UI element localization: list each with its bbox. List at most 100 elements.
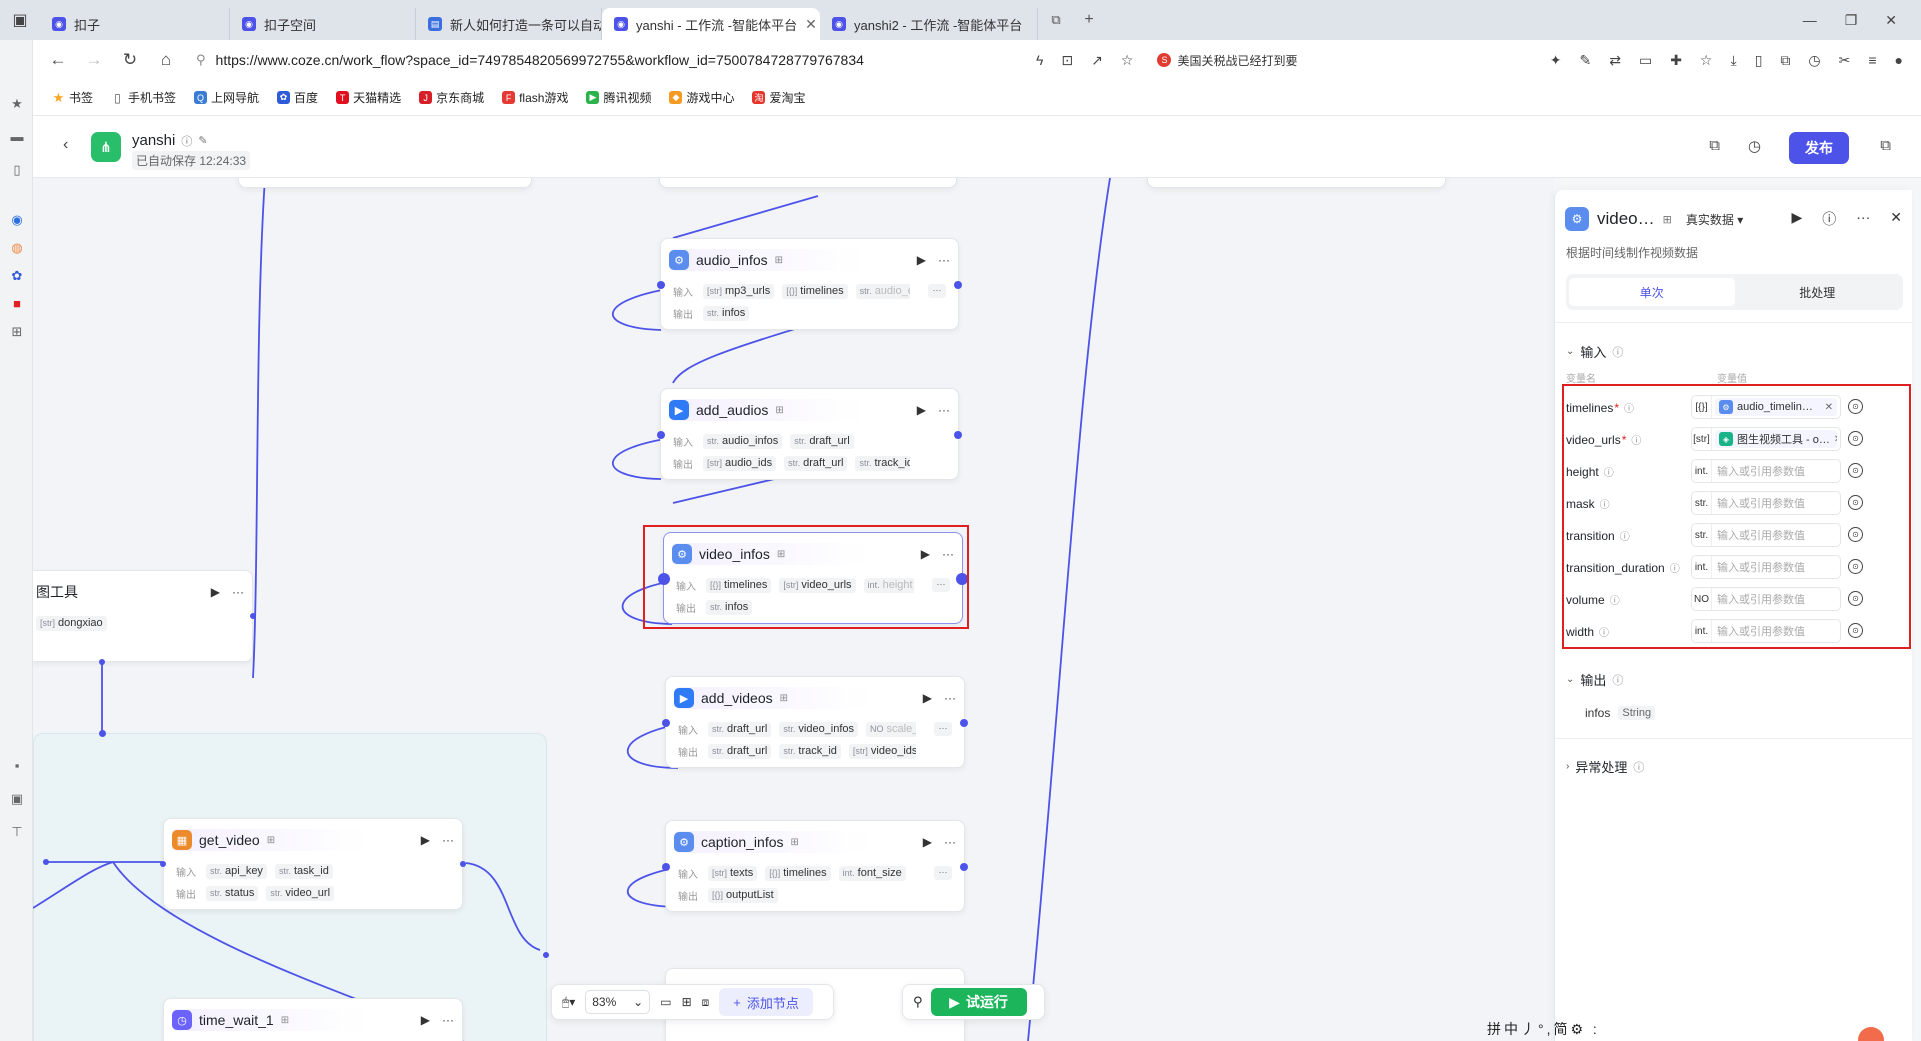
menu-icon[interactable]: ≡ xyxy=(1868,51,1877,68)
input-section-header[interactable]: ⌄ 输入 ⓘ xyxy=(1566,345,1624,360)
folder-icon[interactable]: ▬ xyxy=(10,129,24,144)
output-port[interactable] xyxy=(960,719,968,727)
remove-reference-icon[interactable]: ✕ xyxy=(1824,401,1833,413)
close-window-icon[interactable]: ✕ xyxy=(1885,11,1897,28)
pen-icon[interactable]: ✎ xyxy=(1579,51,1592,68)
node-audio-infos[interactable]: ⚙ audio_infos ⊞ ▶··· 输入 [str]mp3_urls [{… xyxy=(657,238,962,330)
bookmark-item[interactable]: ▯手机书签 xyxy=(111,89,176,106)
node-tool-partial[interactable]: 图工具 ▶··· [str]dongxiao xyxy=(33,570,256,665)
node-get-video[interactable]: ▦ get_video ⊞ ▶··· 输入 str.api_key str.ta… xyxy=(160,818,466,910)
run-node-icon[interactable]: ▶ xyxy=(920,547,930,561)
edit-icon[interactable]: ✎ xyxy=(198,135,208,147)
param-value-field[interactable]: str.输入或引用参数值 xyxy=(1691,491,1841,515)
browser-app-icon[interactable]: ◍ xyxy=(11,240,23,255)
new-tab-icon[interactable]: + xyxy=(1084,11,1094,28)
info-icon[interactable]: ⓘ xyxy=(181,135,193,148)
history-icon[interactable]: ◷ xyxy=(1808,51,1821,68)
back-icon[interactable]: ← xyxy=(49,50,67,69)
debug-icon[interactable]: ⚲ xyxy=(913,994,923,1009)
phone-icon[interactable]: ▯ xyxy=(13,162,21,177)
reference-toggle-icon[interactable]: ⊙ xyxy=(1848,431,1863,446)
param-reference-chip[interactable]: ◈图生视频工具 - o…✕ xyxy=(1715,430,1837,448)
reference-toggle-icon[interactable]: ⊙ xyxy=(1848,495,1863,510)
browser-tab-yanshi2[interactable]: ◉ yanshi2 - 工作流 -智能体平台 xyxy=(820,8,1038,40)
tab-single[interactable]: 单次 xyxy=(1569,278,1735,306)
panel-toggle-icon[interactable]: ⧉ xyxy=(1880,137,1891,154)
history-icon[interactable]: ◷ xyxy=(1747,138,1761,155)
group-port[interactable] xyxy=(43,859,49,865)
search-app-icon[interactable]: ◉ xyxy=(11,212,23,227)
partial-node[interactable] xyxy=(1147,178,1446,188)
address-bar[interactable]: ⚲ https://www.coze.cn/work_flow?space_id… xyxy=(196,46,1016,74)
node-add-audios[interactable]: ▶ add_audios ⊞ ▶··· 输入 str.audio_infos s… xyxy=(657,388,962,480)
zoom-select[interactable]: 83% ⌄ xyxy=(585,990,651,1014)
search-box[interactable]: S 美国关税战已经打到要 xyxy=(1157,48,1327,72)
param-reference-chip[interactable]: ⚙audio_timelin…✕ xyxy=(1715,398,1837,416)
tab-overview-icon[interactable]: ⧉ xyxy=(1051,12,1061,27)
add-app-icon[interactable]: ⊞ xyxy=(11,324,23,339)
minimize-icon[interactable]: — xyxy=(1802,11,1817,28)
tab-batch[interactable]: 批处理 xyxy=(1799,285,1836,300)
run-node-icon[interactable]: ▶ xyxy=(916,403,926,417)
favorites-icon[interactable]: ☆ xyxy=(1699,51,1713,68)
run-node-icon[interactable]: ▶ xyxy=(916,253,926,267)
copy-icon[interactable]: ⧉ xyxy=(1709,137,1720,154)
reference-toggle-icon[interactable]: ⊙ xyxy=(1848,463,1863,478)
remove-reference-icon[interactable]: ✕ xyxy=(1834,434,1837,445)
node-caption-infos[interactable]: ⚙ caption_infos ⊞ ▶··· 输入 [str]texts [{}… xyxy=(662,820,968,912)
partial-node[interactable] xyxy=(238,178,532,188)
param-value-field[interactable]: [{}] ⚙audio_timelin…✕ xyxy=(1691,395,1841,419)
more-icon[interactable]: ··· xyxy=(944,691,956,705)
layout-icon[interactable]: ⊞ xyxy=(681,995,692,1009)
browser-tab-kouzi-space[interactable]: ◉ 扣子空间 xyxy=(230,8,416,40)
input-port[interactable] xyxy=(657,431,665,439)
run-node-icon[interactable]: ▶ xyxy=(420,833,430,847)
input-port[interactable] xyxy=(160,861,166,867)
bookmark-item[interactable]: ▶腾讯视频 xyxy=(586,89,651,106)
more-icon[interactable]: ··· xyxy=(938,253,950,267)
add-node-button[interactable]: + 添加节点 xyxy=(719,988,813,1016)
data-mode-select[interactable]: 真实数据 ▾ xyxy=(1685,212,1744,227)
input-port[interactable] xyxy=(662,863,670,871)
output-section-header[interactable]: ⌄ 输出 ⓘ xyxy=(1566,673,1624,688)
bookmark-item[interactable]: 淘爱淘宝 xyxy=(752,91,806,105)
pointer-mode-icon[interactable]: 🖱︎▾ xyxy=(562,994,576,1009)
more-icon[interactable]: ··· xyxy=(442,1013,454,1027)
phone-icon[interactable]: ▯ xyxy=(1754,51,1763,68)
output-port[interactable] xyxy=(960,863,968,871)
minimap-icon[interactable]: ⧈ xyxy=(701,994,710,1009)
node-add-videos[interactable]: ▶ add_videos ⊞ ▶··· 输入 str.draft_url str… xyxy=(662,676,968,768)
output-port[interactable] xyxy=(99,659,105,665)
home-icon[interactable]: ⌂ xyxy=(160,50,172,69)
cut-icon[interactable]: ✂ xyxy=(1838,51,1851,68)
param-value-field[interactable]: [str] ◈图生视频工具 - o…✕ xyxy=(1691,427,1841,451)
forward-icon[interactable]: → xyxy=(85,50,103,69)
browser-tab-yanshi[interactable]: ◉ yanshi - 工作流 -智能体平台 ✕ xyxy=(602,8,820,40)
ime-toolbar[interactable]: 拼中丿°,简⚙ : xyxy=(1487,1021,1600,1037)
more-params-icon[interactable]: ··· xyxy=(934,866,952,880)
lightning-icon[interactable]: ϟ xyxy=(1036,51,1044,68)
more-icon[interactable]: ··· xyxy=(942,547,954,561)
param-value-field[interactable]: str.输入或引用参数值 xyxy=(1691,523,1841,547)
more-icon[interactable]: ··· xyxy=(938,403,950,417)
ai-icon[interactable]: ✦ xyxy=(1549,51,1562,68)
comment-icon[interactable]: ▭ xyxy=(660,995,672,1009)
profile-icon[interactable]: ● xyxy=(1894,51,1903,68)
window-menu-icon[interactable]: ▣ xyxy=(12,12,28,29)
run-node-icon[interactable]: ▶ xyxy=(922,691,932,705)
back-chevron-icon[interactable]: ‹ xyxy=(63,136,69,153)
output-port[interactable] xyxy=(954,281,962,289)
param-value-field[interactable]: int.输入或引用参数值 xyxy=(1691,459,1841,483)
workflow-canvas[interactable]: ⚙ audio_infos ⊞ ▶··· 输入 [str]mp3_urls [{… xyxy=(33,178,1554,1041)
screen-icon[interactable]: ▪ xyxy=(14,758,20,773)
news-app-icon[interactable]: ■ xyxy=(13,296,21,311)
browser-tab-kouzi[interactable]: ◉ 扣子 xyxy=(40,8,230,40)
bookmark-item[interactable]: ◆游戏中心 xyxy=(669,89,734,106)
run-node-icon[interactable]: ▶ xyxy=(420,1013,430,1027)
output-port[interactable] xyxy=(250,613,256,619)
more-icon[interactable]: ··· xyxy=(944,835,956,849)
